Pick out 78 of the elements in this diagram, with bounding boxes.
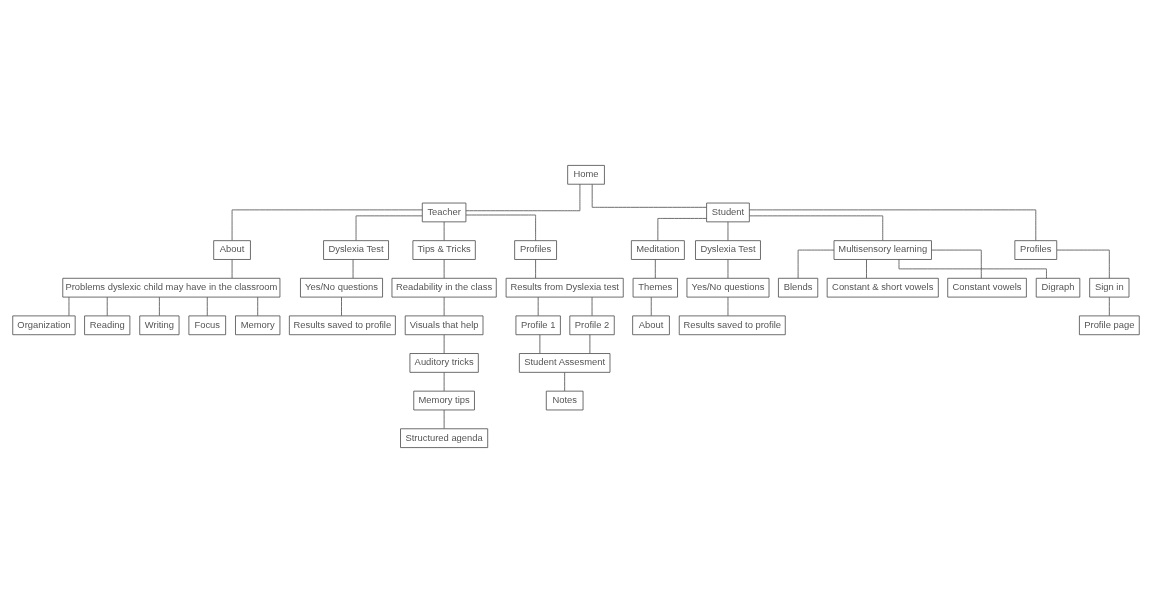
connector [443,371,445,391]
connector [443,296,445,316]
node-box: Digraph [1035,277,1081,297]
node-box: About [213,239,251,260]
node-box: Auditory tricks [409,352,479,373]
connector [68,296,70,316]
node-box: Memory [235,315,281,335]
connector [657,217,707,241]
connector [866,258,867,278]
node-box: Results from Dyslexia test [505,277,624,297]
connector [443,333,445,354]
node-box: Reading [84,315,131,335]
node-box: Profile 2 [569,315,615,335]
node-box: Student Assesment [518,352,611,373]
node-box: Themes [632,277,678,297]
node-box: Results saved to profile [678,315,786,335]
node-box: Dyslexia Test [695,239,761,260]
connector [231,258,233,278]
connector [797,249,835,279]
connector [727,258,729,278]
node-box: Blends [778,277,819,297]
connector [206,296,208,316]
connector [257,296,259,316]
node-box: Visuals that help [404,315,484,335]
connector [465,214,537,241]
node-box: Structured agenda [400,427,489,448]
node-box: Constant vowels [947,277,1027,297]
connector [749,214,884,241]
node-box: Readability in the class [391,277,497,297]
connector [443,409,445,429]
node-box: Dyslexia Test [323,239,389,260]
connector [564,371,566,391]
node-box: About [632,315,670,335]
connector [106,296,108,316]
connector [537,296,539,316]
node-box: Notes [545,390,584,410]
node-box: Profile page [1078,315,1140,335]
connector [443,258,445,278]
node-box: Problems dyslexic child may have in the classroom [62,277,281,297]
connector [535,258,537,278]
connector [352,258,354,278]
node-box: Constant & short vowels [826,277,939,297]
connector [591,183,707,208]
connector [591,296,593,316]
node-box: Results saved to profile [288,315,396,335]
node-box: Sign in [1089,277,1130,297]
connector [727,221,729,241]
connector [748,208,1037,241]
connector [1056,249,1110,279]
connector [355,214,423,241]
node-box: Yes/No questions [686,277,770,297]
node-box: Teacher [421,202,467,222]
node-box: Yes/No questions [300,277,383,297]
node-box: Organization [12,315,76,335]
node-box: Meditation [630,239,685,260]
connector [650,296,652,316]
connector [1108,296,1110,316]
node-box: Writing [139,315,180,335]
connector [654,258,656,278]
node-box: Memory tips [413,390,475,410]
connector [727,296,729,316]
connector [443,221,445,241]
connector [231,208,423,241]
node-box: Profile 1 [515,315,561,335]
connector [465,183,581,211]
node-box: Profiles [514,239,557,260]
connector [898,258,1047,279]
node-box: Home [567,164,605,185]
connector [539,333,541,354]
node-box: Focus [188,315,227,335]
connector [931,249,982,279]
node-box: Profiles [1014,239,1058,260]
node-box: Student [706,202,750,222]
node-box: Tips & Tricks [412,239,476,260]
node-box: Multisensory learning [833,239,932,260]
connector [589,333,591,354]
connector [341,296,342,316]
connector [158,296,160,316]
